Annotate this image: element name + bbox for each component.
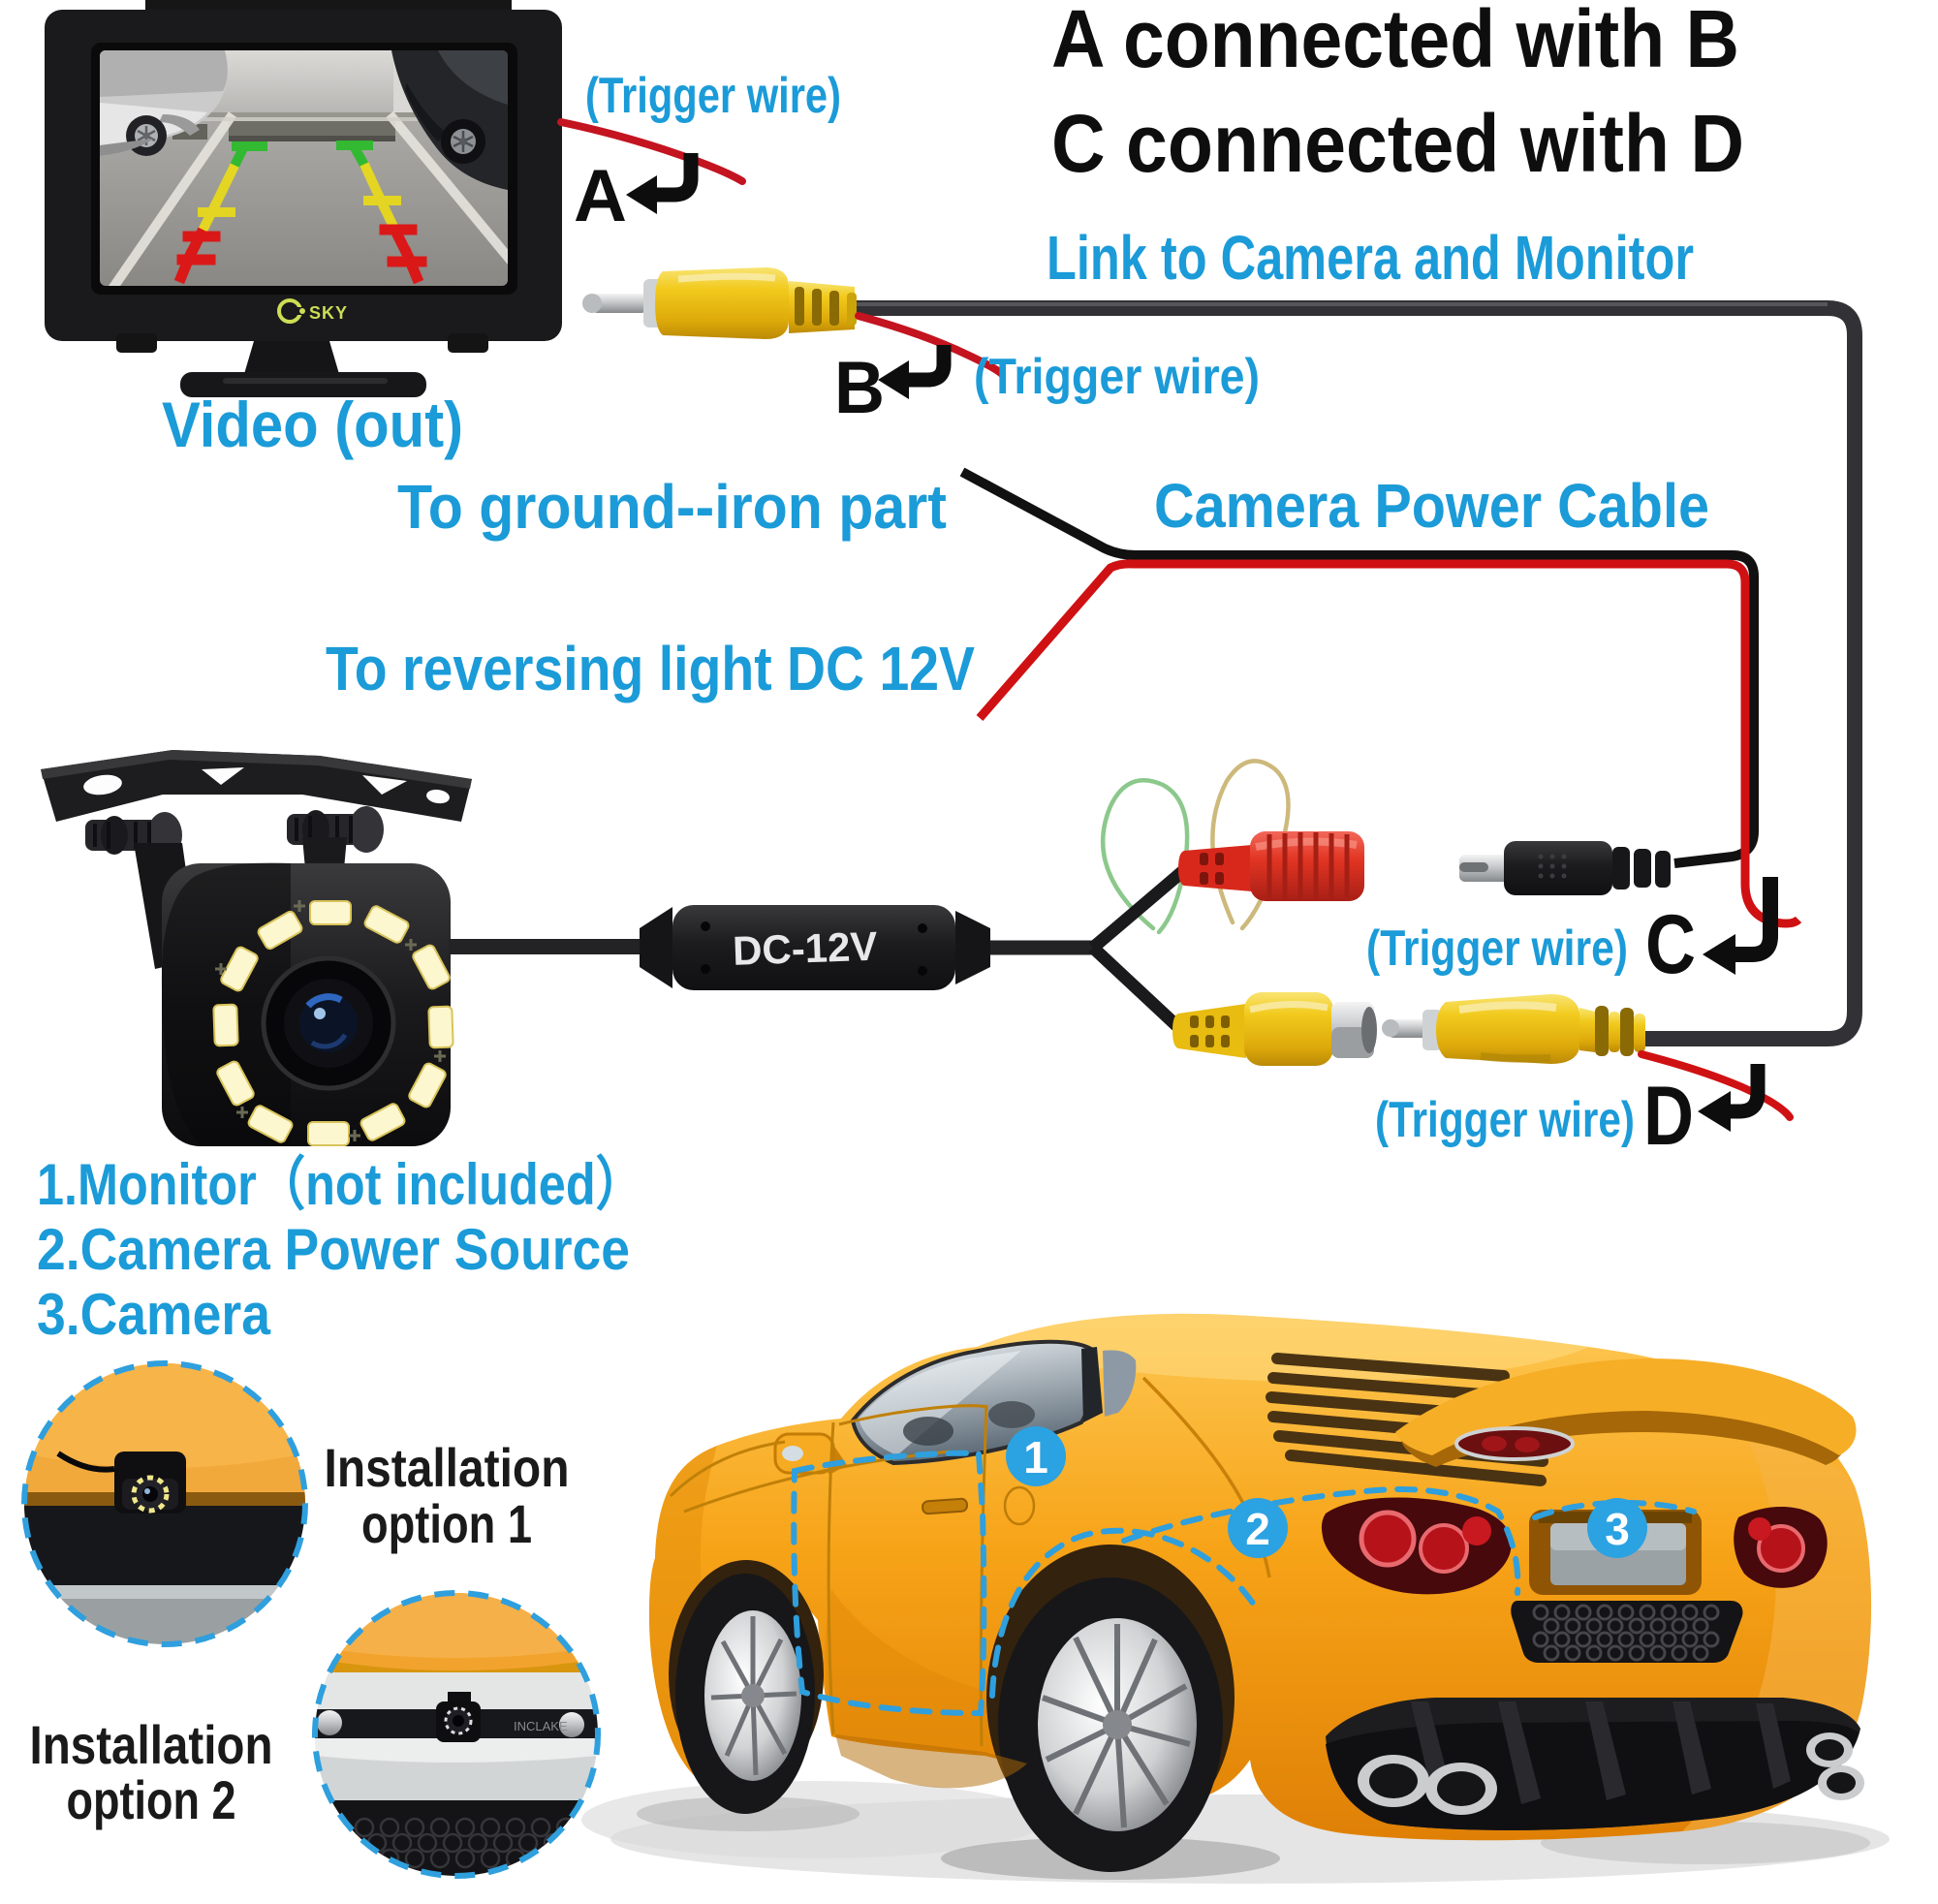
svg-text:(Trigger wire): (Trigger wire) bbox=[1375, 1092, 1635, 1148]
svg-text:2: 2 bbox=[1245, 1504, 1270, 1554]
svg-text:2.Camera Power Source: 2.Camera Power Source bbox=[37, 1217, 630, 1282]
svg-text:(Trigger wire): (Trigger wire) bbox=[1366, 921, 1628, 977]
svg-text:A: A bbox=[574, 155, 627, 237]
svg-text:D: D bbox=[1643, 1070, 1694, 1163]
svg-text:DC-12V: DC-12V bbox=[732, 923, 878, 974]
svg-text:(Trigger wire): (Trigger wire) bbox=[974, 349, 1260, 405]
svg-text:INCLAKE: INCLAKE bbox=[514, 1719, 568, 1733]
svg-text:Video (out): Video (out) bbox=[162, 389, 463, 460]
svg-text:C: C bbox=[1645, 898, 1696, 991]
svg-text:(Trigger wire): (Trigger wire) bbox=[585, 68, 841, 124]
svg-text:Installation: Installation bbox=[30, 1714, 273, 1775]
svg-text:C connected with D: C connected with D bbox=[1051, 98, 1744, 189]
svg-text:To ground--iron part: To ground--iron part bbox=[397, 472, 947, 542]
svg-text:1: 1 bbox=[1023, 1432, 1048, 1483]
svg-text:3.Camera: 3.Camera bbox=[37, 1282, 271, 1347]
svg-text:option 2: option 2 bbox=[67, 1769, 236, 1830]
svg-text:To reversing light DC 12V: To reversing light DC 12V bbox=[326, 634, 975, 703]
svg-text:1.Monitor（not included）: 1.Monitor（not included） bbox=[37, 1152, 644, 1217]
svg-text:Camera Power Cable: Camera Power Cable bbox=[1154, 471, 1709, 541]
svg-text:B: B bbox=[834, 347, 885, 429]
svg-text:3: 3 bbox=[1605, 1504, 1630, 1554]
svg-text:SKY: SKY bbox=[309, 303, 348, 323]
svg-text:A connected with B: A connected with B bbox=[1051, 0, 1739, 84]
svg-text:Link to Camera and Monitor: Link to Camera and Monitor bbox=[1047, 223, 1694, 293]
svg-text:option 1: option 1 bbox=[361, 1493, 532, 1554]
svg-text:Installation: Installation bbox=[325, 1437, 570, 1498]
